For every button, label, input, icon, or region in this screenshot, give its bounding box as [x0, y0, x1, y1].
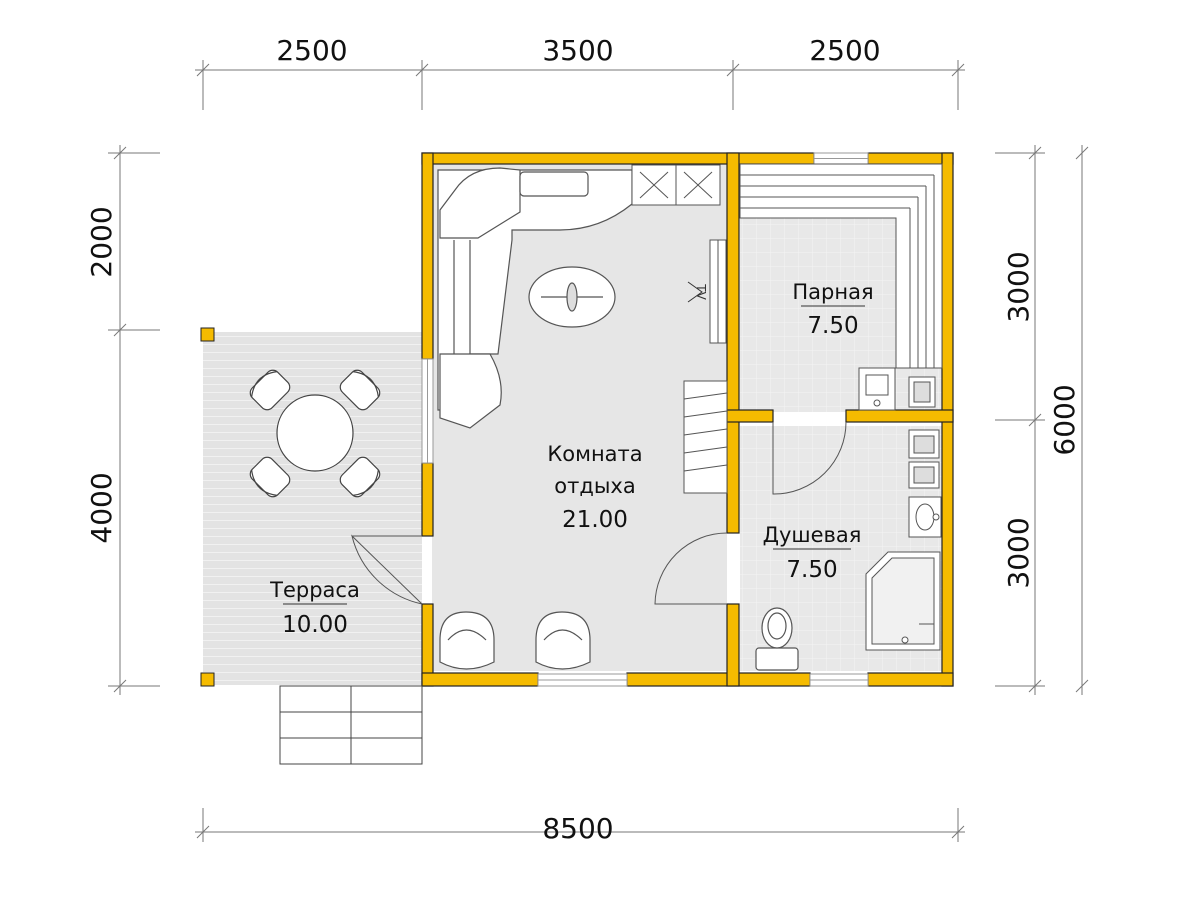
- tv-icon: [687, 281, 703, 303]
- terrace-floor: [203, 332, 422, 685]
- living-room-name-line2: отдыха: [554, 474, 635, 498]
- dimension-lines: [108, 60, 1089, 842]
- round-table: [276, 394, 354, 472]
- sauna-room-area: 7.50: [807, 313, 858, 339]
- shelf-rack: [683, 380, 728, 494]
- terrace-dining-set: [249, 369, 381, 498]
- sauna-benches: [739, 163, 943, 369]
- sauna-room-name: Парная: [792, 280, 873, 304]
- armchairs: [439, 611, 591, 670]
- dim-left-1: 2000: [85, 206, 118, 277]
- terrace-room-area: 10.00: [282, 612, 348, 638]
- dim-right-2: 3000: [1002, 517, 1035, 588]
- dim-left-2: 4000: [85, 472, 118, 543]
- terrace-post: [200, 327, 215, 342]
- sauna-stove: [858, 367, 936, 411]
- dim-top-1: 2500: [276, 34, 347, 67]
- terrace-stairs: [279, 685, 423, 765]
- walls: [421, 152, 954, 687]
- dim-right-1: 3000: [1002, 251, 1035, 322]
- kitchen-module: [631, 164, 721, 206]
- dim-top-3: 2500: [809, 34, 880, 67]
- dim-right-total: 6000: [1048, 384, 1081, 455]
- living-room-name-line1: Комната: [547, 442, 642, 466]
- shower-room-name: Душевая: [763, 523, 862, 547]
- corner-sofa: [437, 167, 633, 429]
- terrace-post: [200, 672, 215, 687]
- living-room-area: 21.00: [562, 507, 628, 533]
- toilet: [755, 607, 799, 671]
- dim-bottom-total: 8500: [542, 812, 613, 845]
- shower-room-area: 7.50: [786, 557, 837, 583]
- coffee-table: [528, 266, 616, 328]
- shower-fixtures: [865, 429, 942, 651]
- tv-stand: [709, 239, 727, 344]
- windows: [421, 152, 869, 687]
- terrace-room-name: Терраса: [269, 578, 360, 602]
- dim-top-2: 3500: [542, 34, 613, 67]
- doors: [351, 421, 847, 605]
